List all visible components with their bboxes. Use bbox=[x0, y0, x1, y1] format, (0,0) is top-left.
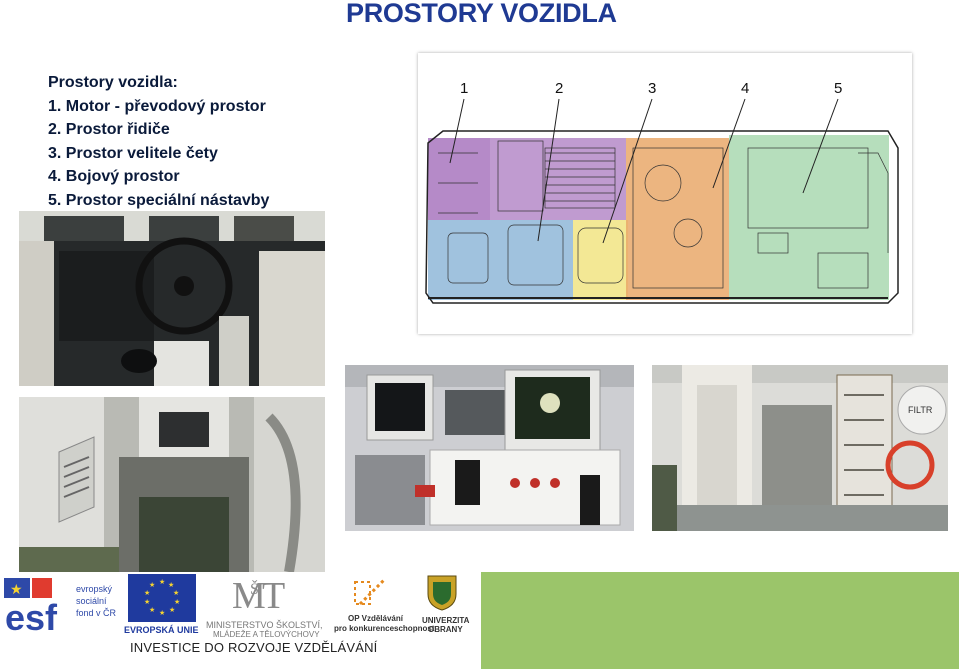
list-heading: Prostory vozidla: bbox=[48, 74, 178, 91]
zone-special bbox=[729, 135, 889, 300]
svg-text:★: ★ bbox=[173, 589, 179, 597]
zone-number: 2 bbox=[555, 80, 563, 97]
zone-commander bbox=[573, 220, 628, 300]
list-item: 5. Prostor speciální nástavby bbox=[48, 191, 270, 209]
zone-number: 4 bbox=[741, 80, 749, 97]
msmt-logo: M T Š bbox=[232, 575, 285, 617]
svg-text:★: ★ bbox=[169, 606, 175, 614]
esf-line: fond v ČR bbox=[76, 608, 117, 618]
eu-flag: ★★★ ★★★ ★★★ ★ bbox=[128, 574, 196, 622]
svg-text:★: ★ bbox=[149, 581, 155, 589]
uo-line: UNIVERZITA bbox=[422, 616, 470, 625]
svg-text:★: ★ bbox=[144, 589, 150, 597]
op-logo bbox=[354, 577, 387, 606]
university-crest bbox=[427, 575, 457, 611]
svg-text:★: ★ bbox=[174, 598, 180, 606]
msmt-line: MINISTERSTVO ŠKOLSTVÍ, bbox=[206, 620, 323, 630]
green-footer-bar bbox=[481, 572, 959, 669]
list-item: 1. Motor - převodový prostor bbox=[48, 97, 266, 115]
vehicle-spaces-list: Prostory vozidla: 1. Motor - převodový p… bbox=[48, 71, 269, 212]
filter-label: FILTR bbox=[908, 405, 933, 415]
list-item: 3. Prostor velitele čety bbox=[48, 144, 218, 162]
photo-driver-cockpit bbox=[19, 211, 325, 386]
svg-text:★: ★ bbox=[10, 581, 23, 597]
svg-text:esf: esf bbox=[5, 597, 58, 636]
list-item: 4. Bojový prostor bbox=[48, 168, 180, 185]
vehicle-layout-diagram: 1 2 3 4 5 bbox=[418, 53, 912, 334]
zone-engine-front bbox=[428, 138, 490, 220]
photo-interior-seats bbox=[19, 397, 325, 572]
esf-line: evropský bbox=[76, 584, 113, 594]
svg-text:M: M bbox=[232, 575, 266, 617]
esf-logo: ★ esf bbox=[4, 578, 58, 636]
svg-text:★: ★ bbox=[144, 598, 150, 606]
zone-number: 1 bbox=[460, 80, 468, 97]
footer-slogan: INVESTICE DO ROZVOJE VZDĚLÁVÁNÍ bbox=[130, 640, 378, 655]
esf-line: sociální bbox=[76, 596, 107, 606]
svg-text:★: ★ bbox=[168, 581, 174, 589]
photo-special-compartment: FILTR bbox=[652, 365, 948, 531]
funding-logos: ★ esf evropský sociální fond v ČR ★★★ ★★… bbox=[0, 570, 481, 669]
list-item: 2. Prostor řidiče bbox=[48, 121, 170, 138]
svg-text:★: ★ bbox=[159, 578, 165, 586]
slide-title: PROSTORY VOZIDLA bbox=[346, 0, 617, 28]
zone-combat bbox=[626, 138, 729, 300]
photo-commander-station bbox=[345, 365, 634, 531]
svg-text:Š: Š bbox=[250, 579, 259, 598]
zone-number: 3 bbox=[648, 80, 656, 97]
op-line: OP Vzdělávání bbox=[348, 614, 403, 623]
eu-label: EVROPSKÁ UNIE bbox=[124, 625, 199, 635]
zone-driver bbox=[428, 220, 573, 300]
svg-text:T: T bbox=[262, 575, 285, 617]
svg-text:★: ★ bbox=[149, 606, 155, 614]
uo-line: OBRANY bbox=[428, 625, 463, 634]
svg-text:★: ★ bbox=[159, 609, 165, 617]
zone-number: 5 bbox=[834, 80, 842, 97]
msmt-line: MLÁDEŽE A TĚLOVÝCHOVY bbox=[213, 630, 320, 639]
op-line: pro konkurenceschopnost bbox=[334, 624, 435, 633]
